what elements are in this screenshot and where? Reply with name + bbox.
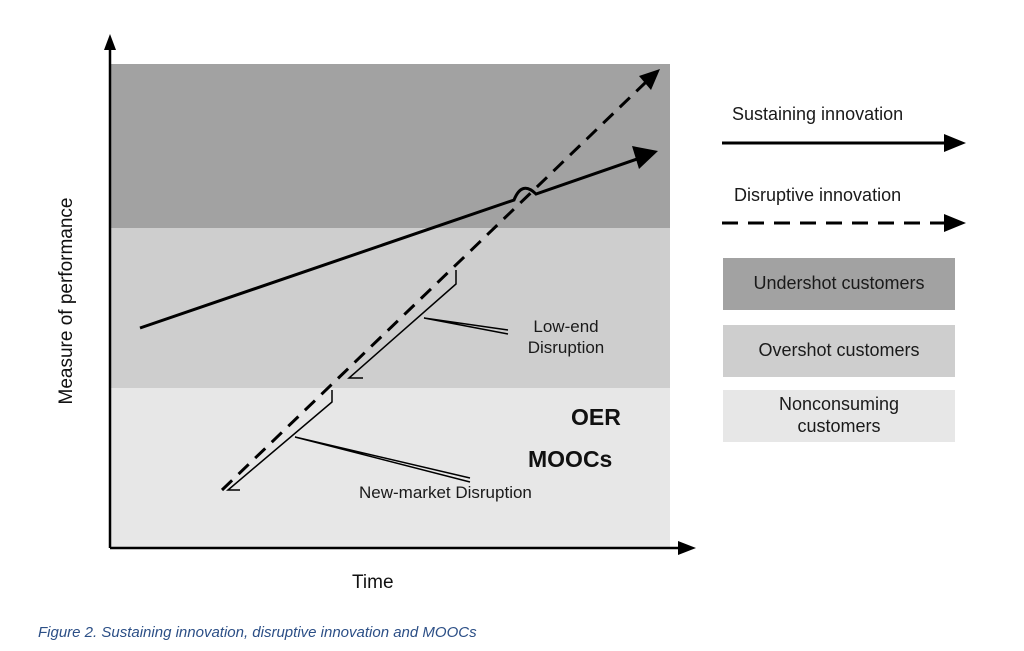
y-axis-arrowhead [104,34,116,50]
disruption-diagram [104,34,966,555]
low-end-label: Low-end Disruption [518,316,614,359]
oer-label: OER [571,404,621,430]
figure-caption: Figure 2. Sustaining innovation, disrupt… [38,624,477,641]
legend-nonconsuming-line2: customers [797,416,881,436]
overshot-band [110,228,670,388]
new-market-bracket [225,390,333,491]
legend-undershot-box [723,258,955,310]
legend-nonconsuming-box [723,390,955,442]
x-axis-label: Time [352,572,394,593]
legend-disruptive-label: Disruptive innovation [734,185,902,205]
new-market-label: New-market Disruption [359,483,532,502]
legend-undershot-label: Undershot customers [753,273,925,294]
legend-nonconsuming-line1: Nonconsuming [778,394,900,415]
x-axis-arrowhead [678,541,696,555]
legend-sustaining-label: Sustaining innovation [732,104,904,124]
sustaining-innovation-arrowhead [632,146,658,169]
y-axis-label: Measure of performance [56,197,77,405]
moocs-label: MOOCs [528,446,613,472]
legend-sustaining-arrowhead [944,134,966,152]
legend-nonconsuming-label: Nonconsuming customers [723,390,955,442]
low-end-label-line1: Low-end [533,317,599,336]
low-end-leader [423,317,509,335]
new-market-leader [294,436,471,483]
low-end-bracket [347,270,457,379]
sustaining-innovation-line [139,156,641,330]
legend-overshot-box [723,325,955,377]
undershot-band [110,64,670,228]
legend-disruptive-arrowhead [944,214,966,232]
low-end-label-line2: Disruption [527,338,605,358]
nonconsuming-band [110,388,670,548]
disruptive-innovation-line [220,80,648,492]
legend-overshot-label: Overshot customers [758,340,920,361]
disruptive-innovation-arrowhead [639,69,660,90]
